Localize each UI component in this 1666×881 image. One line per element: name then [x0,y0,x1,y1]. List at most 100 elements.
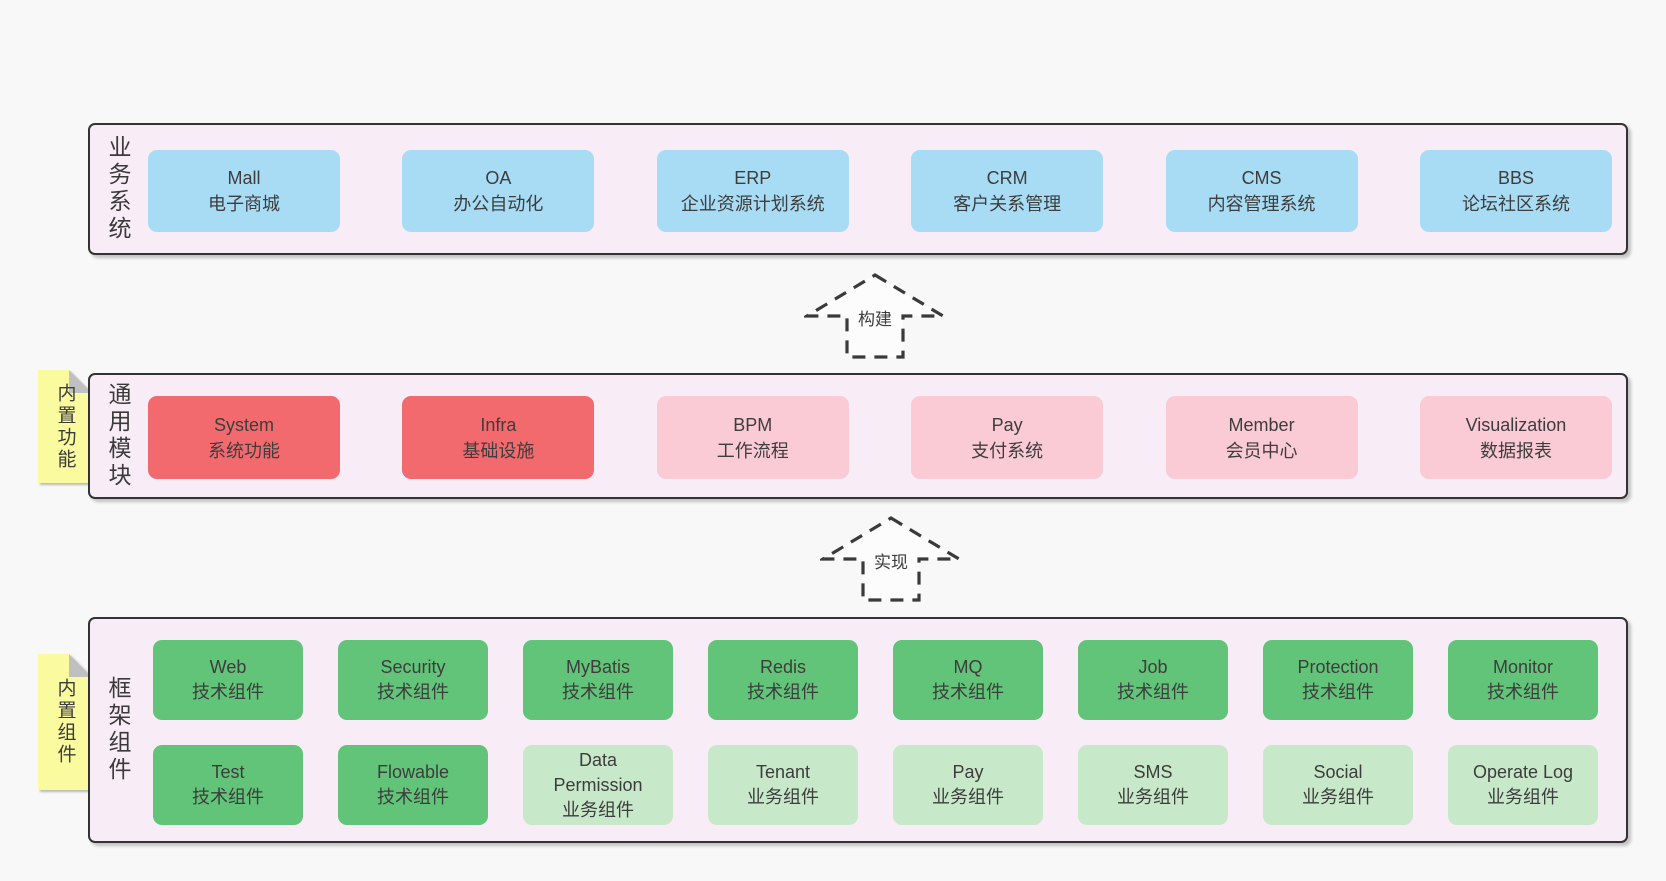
component-box-monitor: Monitor 技术组件 [1448,640,1598,720]
box-desc: 业务组件 [932,787,1004,807]
box-desc: 论坛社区系统 [1461,194,1570,214]
box-name: CMS [1241,168,1282,188]
component-box-redis: Redis 技术组件 [708,640,858,720]
box-desc: 会员中心 [1225,440,1298,461]
section-business-systems: 业务系统 Mall 电子商城 OA 办公自动化 ERP 企业资源计划系统 CRM 客户关系管理… [88,123,1628,255]
component-box-sms: SMS 业务组件 [1078,745,1228,825]
component-box-erp: ERP 企业资源计划系统 [656,150,849,232]
component-box-mybatis: MyBatis 技术组件 [523,640,673,720]
arrow-label-background [850,307,900,332]
component-box-social: Social 业务组件 [1263,745,1413,825]
box-name: Monitor [1492,657,1554,677]
box-name: Redis [759,657,807,677]
box-name: MyBatis [565,657,630,677]
box-desc: 技术组件 [747,682,819,702]
box-desc: 客户关系管理 [953,194,1062,214]
component-box-crm: CRM 客户关系管理 [911,150,1104,232]
component-box-tenant: Tenant 业务组件 [708,745,858,825]
arrow-up-build: 构建 [804,273,946,359]
arrow-label-implement: 实现 [874,553,908,572]
box-name: BBS [1497,168,1534,188]
box-name: Infra [480,414,517,435]
sticky-note-builtin-features: 内置功能 [38,370,92,483]
component-box-pay: Pay 支付系统 [911,396,1104,479]
box-name: Member [1228,414,1295,435]
box-desc: 技术组件 [1117,682,1189,702]
box-desc: 支付系统 [971,440,1044,461]
box-row-business-systems: Mall 电子商城 OA 办公自动化 ERP 企业资源计划系统 CRM 客户关系管理 CMS 内容… [148,150,1612,232]
arrow-label-build: 构建 [858,310,892,329]
box-desc: 电子商城 [208,194,280,214]
box-name: Web [209,657,247,677]
box-name: System [213,414,274,435]
component-box-protection: Protection 技术组件 [1263,640,1413,720]
section-label-business-systems: 业务系统 [105,135,131,243]
box-name: Visualization [1465,414,1567,435]
box-name: Data Permission [553,749,643,795]
box-name: OA [485,168,512,188]
box-desc: 技术组件 [192,682,264,702]
box-desc: 技术组件 [377,787,449,807]
box-name: Pay [991,414,1023,435]
component-box-flowable: Flowable 技术组件 [338,745,488,825]
arrow-label-background [866,550,916,575]
sticky-label-builtin-components: 内置组件 [54,678,76,766]
box-desc: 技术组件 [192,787,264,807]
component-box-member: Member 会员中心 [1165,396,1358,479]
box-desc: 技术组件 [562,682,634,702]
box-name: Job [1138,657,1168,677]
box-name: Flowable [376,762,450,782]
component-box-data-permission: Data Permission 业务组件 [523,745,673,825]
box-name: CRM [986,168,1028,188]
component-box-mall: Mall 电子商城 [148,150,340,232]
box-desc: 业务组件 [1487,787,1559,807]
box-desc: 工作流程 [716,440,789,461]
box-desc: 企业资源计划系统 [680,194,825,214]
component-box-pay: Pay 业务组件 [893,745,1043,825]
component-box-cms: CMS 内容管理系统 [1165,150,1358,232]
box-desc: 数据报表 [1479,440,1552,461]
box-desc: 业务组件 [1302,787,1374,807]
box-name: Protection [1297,657,1379,677]
component-box-visualization: Visualization 数据报表 [1419,396,1612,479]
box-desc: 技术组件 [932,682,1004,702]
box-name: Tenant [755,762,811,782]
sticky-label-builtin-features: 内置功能 [54,382,76,471]
component-box-infra: Infra 基础设施 [402,396,595,479]
box-desc: 业务组件 [562,799,634,820]
box-desc: 业务组件 [1117,787,1189,807]
box-desc: 技术组件 [1487,682,1559,702]
box-name: Social [1313,762,1363,782]
component-box-bpm: BPM 工作流程 [656,396,849,479]
box-name: Mall [227,168,261,188]
box-name: ERP [734,168,772,188]
component-box-mq: MQ 技术组件 [893,640,1043,720]
component-box-web: Web 技术组件 [153,640,303,720]
box-name: SMS [1133,762,1173,782]
component-box-security: Security 技术组件 [338,640,488,720]
box-desc: 技术组件 [377,682,449,702]
component-box-job: Job 技术组件 [1078,640,1228,720]
arrow-up-implement: 实现 [820,516,962,602]
component-box-bbs: BBS 论坛社区系统 [1419,150,1612,232]
box-desc: 基础设施 [462,440,535,461]
box-name: MQ [953,657,983,677]
box-desc: 内容管理系统 [1207,194,1316,214]
box-desc: 办公自动化 [453,194,544,214]
sticky-note-builtin-components: 内置组件 [38,654,92,790]
box-desc: 技术组件 [1302,682,1374,702]
box-desc: 业务组件 [747,787,819,807]
box-name: Pay [952,762,984,782]
box-name: Security [380,657,446,677]
box-name: BPM [733,414,773,435]
section-label-framework-components: 框架组件 [105,676,131,784]
section-label-common-modules: 通用模块 [105,382,131,490]
component-box-oa: OA 办公自动化 [402,150,595,232]
